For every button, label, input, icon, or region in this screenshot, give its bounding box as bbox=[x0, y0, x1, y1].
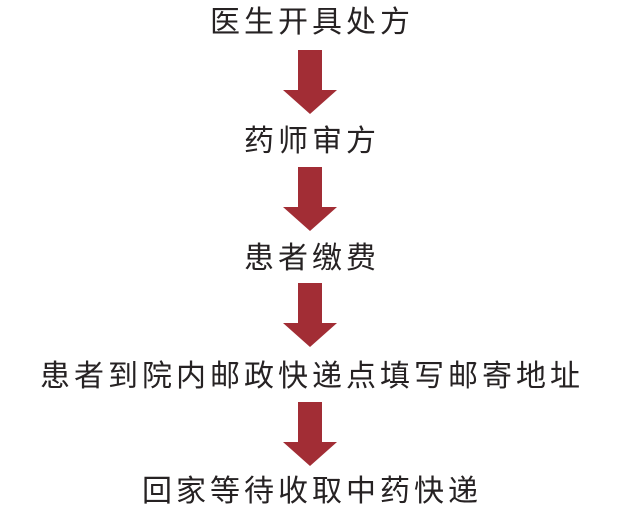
down-arrow-shape bbox=[283, 402, 337, 466]
down-arrow-shape bbox=[283, 167, 337, 231]
down-arrow-shape bbox=[283, 283, 337, 347]
flow-step-label-4: 患者到院内邮政快递点填写邮寄地址 bbox=[40, 360, 584, 393]
down-arrow-icon bbox=[283, 167, 337, 231]
down-arrow-icon bbox=[283, 283, 337, 347]
down-arrow-icon bbox=[283, 402, 337, 466]
down-arrow-shape bbox=[283, 50, 337, 114]
flow-step-label-2: 药师审方 bbox=[244, 125, 380, 158]
down-arrow-icon bbox=[283, 50, 337, 114]
flow-step-label-3: 患者缴费 bbox=[244, 242, 380, 275]
flow-step-label-1: 医生开具处方 bbox=[210, 6, 414, 39]
flow-step-label-5: 回家等待收取中药快递 bbox=[142, 475, 482, 508]
